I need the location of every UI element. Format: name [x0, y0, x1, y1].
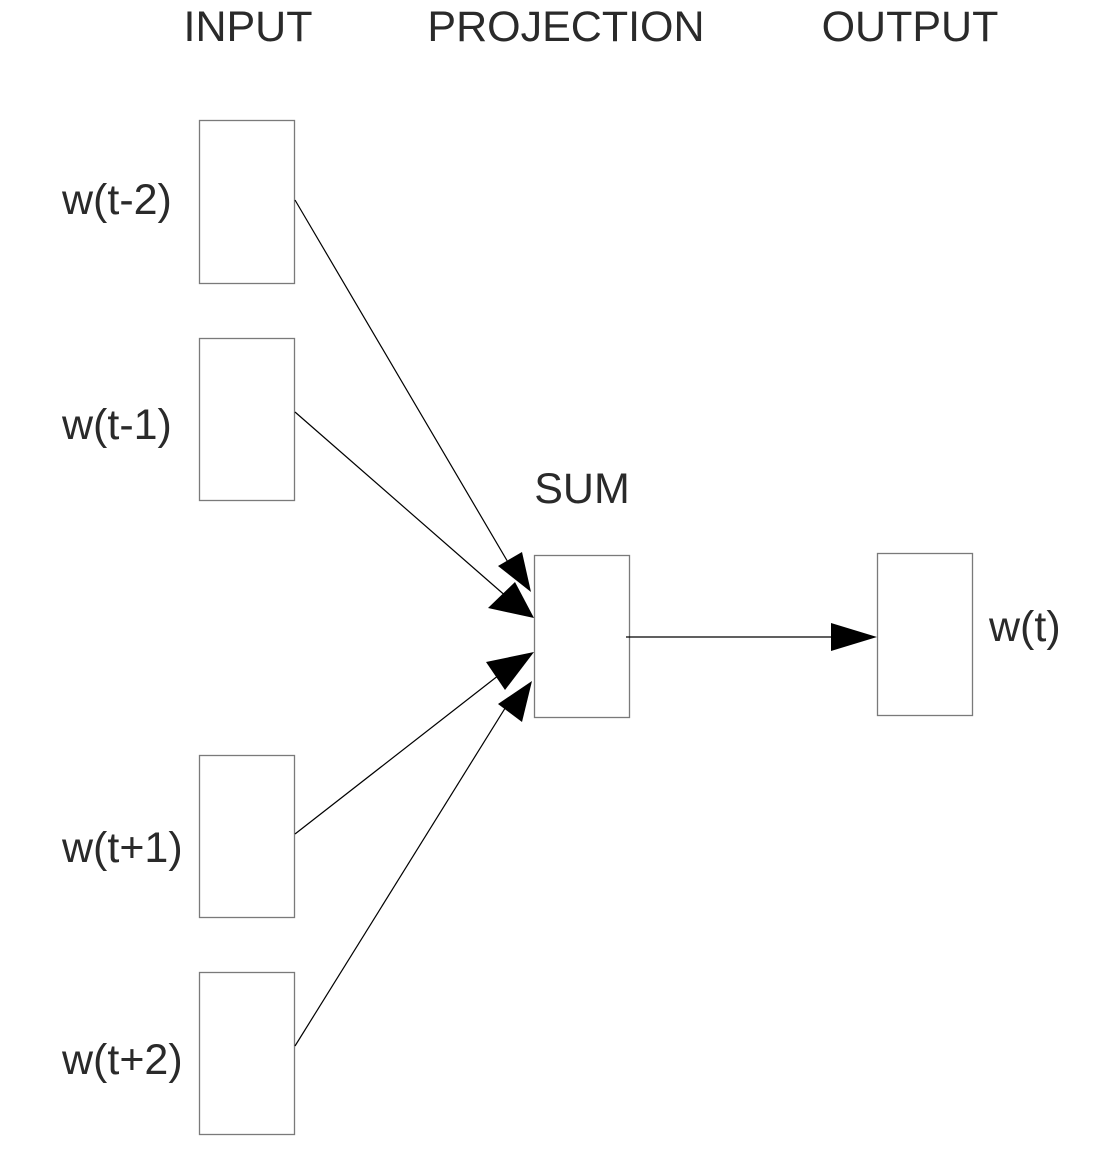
input-label-t-plus-2: w(t+2)	[61, 1036, 183, 1084]
arrowhead-t-minus-1	[488, 582, 534, 618]
input-label-t-plus-1: w(t+1)	[61, 824, 183, 872]
arrowhead-t-plus-2	[498, 681, 532, 722]
arrowhead-t-minus-2	[498, 552, 531, 592]
input-box-t-plus-2	[198, 971, 296, 1136]
input-box-t-minus-2	[198, 119, 296, 285]
input-box-t-plus-1	[198, 754, 296, 919]
edge-t-plus-1-to-sum	[294, 667, 509, 835]
output-label: w(t)	[988, 603, 1061, 651]
sum-box	[533, 554, 631, 719]
edge-t-minus-1-to-sum	[294, 411, 509, 599]
edge-t-plus-2-to-sum	[294, 696, 513, 1047]
input-box-t-minus-1	[198, 337, 296, 502]
header-output: OUTPUT	[822, 3, 999, 51]
sum-label: SUM	[534, 465, 630, 513]
output-box	[876, 552, 974, 717]
edge-t-minus-2-to-sum	[294, 199, 513, 570]
arrowhead-sum-to-output	[831, 623, 877, 651]
header-input: INPUT	[184, 3, 313, 51]
header-projection: PROJECTION	[427, 3, 704, 51]
arrowhead-t-plus-1	[486, 652, 534, 690]
input-label-t-minus-1: w(t-1)	[61, 401, 172, 449]
input-label-t-minus-2: w(t-2)	[61, 176, 172, 224]
